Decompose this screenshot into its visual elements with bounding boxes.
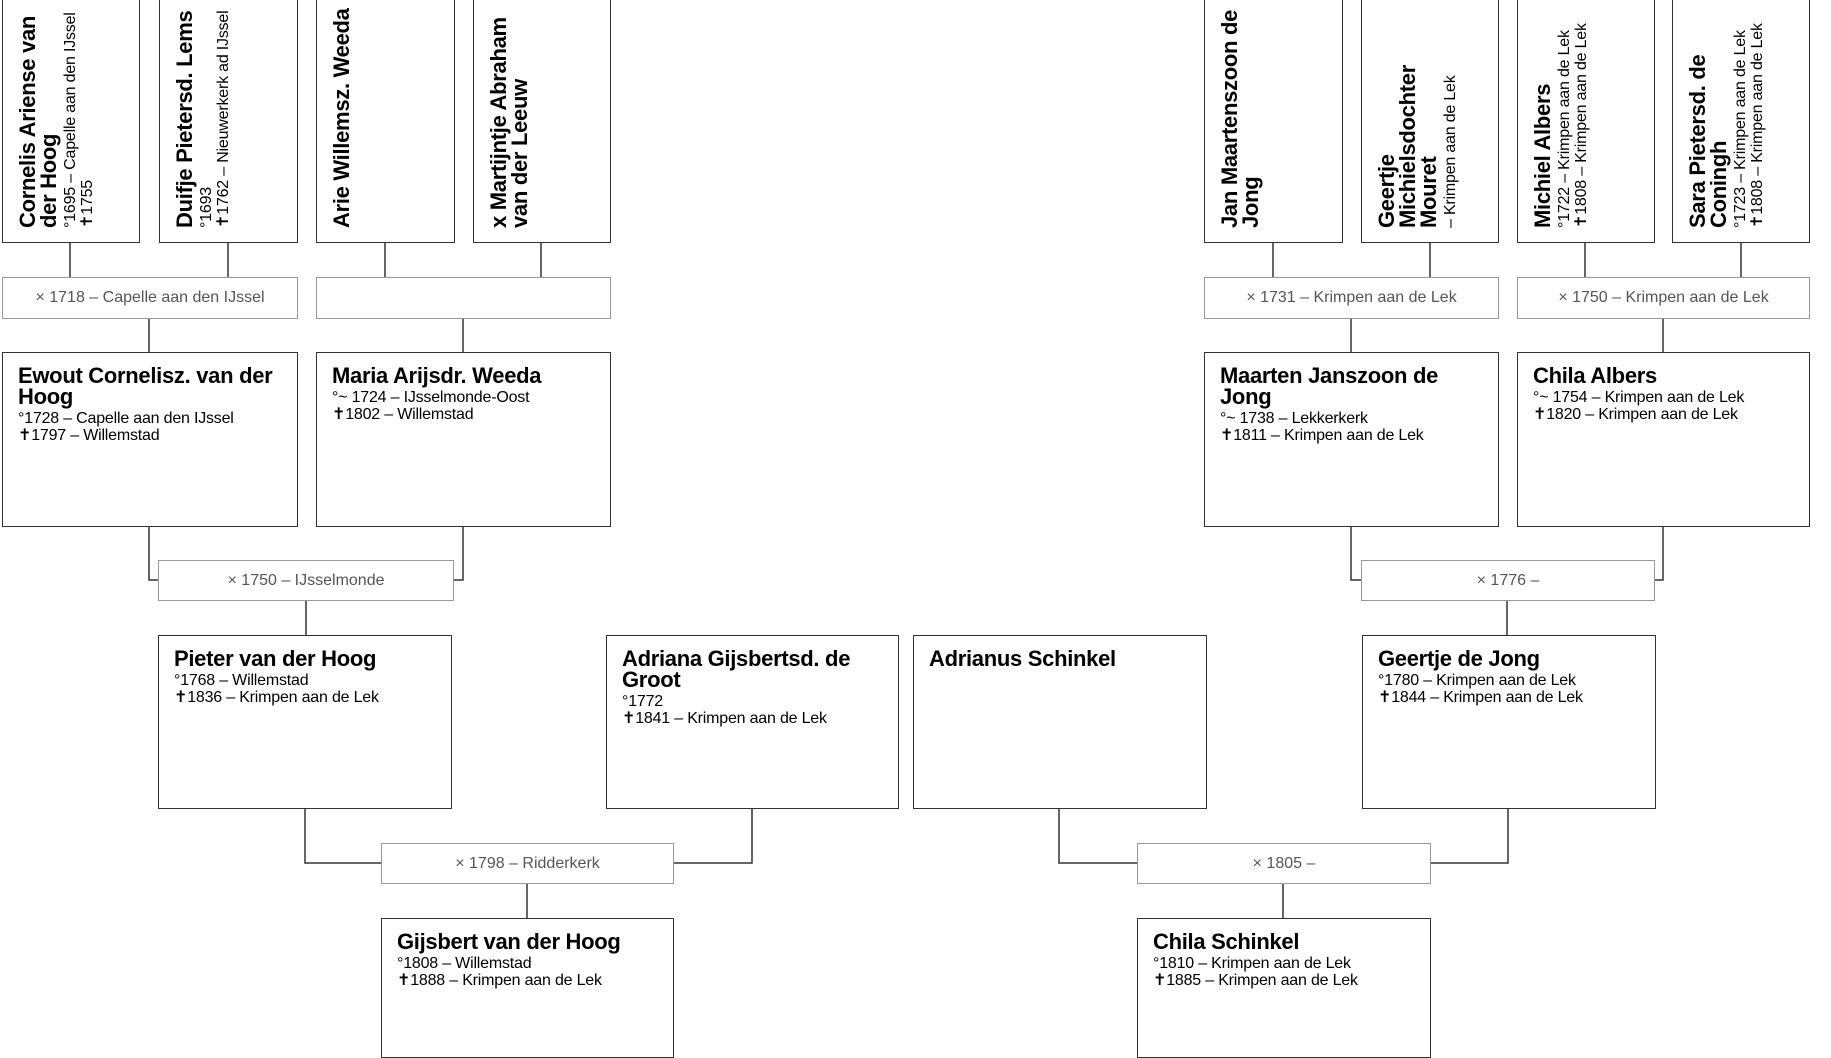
person-card[interactable]: Adriana Gijsbertsd. de Groot °1772 ✝1841… [606, 635, 899, 809]
person-card[interactable]: Michiel Albers °1722 – Krimpen aan de Le… [1517, 0, 1655, 243]
person-card[interactable]: Ewout Cornelisz. van der Hoog °1728 – Ca… [2, 352, 298, 527]
marriage-label[interactable]: × 1750 – IJsselmonde [158, 560, 454, 601]
birth-info: °~ 1738 – Lekkerkerk [1220, 410, 1368, 427]
person-name: Sara Pietersd. de Coningh [1685, 54, 1731, 228]
birth-info: °~ 1754 – Krimpen aan de Lek [1533, 389, 1745, 406]
death-info: ✝1802 – Willemstad [332, 406, 474, 423]
person-card[interactable]: Adrianus Schinkel [913, 635, 1207, 809]
birth-info: °1695 – Capelle aan den IJssel [62, 12, 79, 228]
person-card[interactable]: Maria Arijsdr. Weeda °~ 1724 – IJsselmon… [316, 352, 611, 527]
person-name: Arie Willemsz. Weeda [329, 8, 354, 228]
marriage-label[interactable]: × 1731 – Krimpen aan de Lek [1204, 277, 1499, 319]
death-info: ✝1844 – Krimpen aan de Lek [1378, 689, 1583, 706]
person-card[interactable]: Cornelis Ariense van der Hoog °1695 – Ca… [2, 0, 140, 243]
birth-info: °1768 – Willemstad [174, 672, 309, 689]
person-card[interactable]: Pieter van der Hoog °1768 – Willemstad ✝… [158, 635, 452, 809]
death-info: ✝1808 – Krimpen aan de Lek [1749, 23, 1766, 228]
death-info: ✝1841 – Krimpen aan de Lek [622, 710, 827, 727]
birth-info: °~ 1724 – IJsselmonde-Oost [332, 389, 530, 406]
person-card[interactable]: Geertje de Jong °1780 – Krimpen aan de L… [1362, 635, 1656, 809]
death-info: ✝1836 – Krimpen aan de Lek [174, 689, 379, 706]
marriage-label[interactable]: × 1776 – [1361, 560, 1655, 601]
person-card[interactable]: Geertje Michielsdochter Mouret – Krimpen… [1361, 0, 1499, 243]
marriage-label[interactable]: × 1718 – Capelle aan den IJssel [2, 277, 298, 319]
death-info: ✝1762 – Nieuwerkerk ad IJssel [215, 10, 232, 229]
death-info: – Krimpen aan de Lek [1442, 75, 1459, 228]
person-name: Chila Schinkel [1153, 929, 1300, 954]
death-info: ✝1808 – Krimpen aan de Lek [1573, 23, 1590, 228]
marriage-label[interactable]: × 1805 – [1137, 843, 1431, 884]
birth-info: °1780 – Krimpen aan de Lek [1378, 672, 1576, 689]
person-name: Geertje de Jong [1378, 646, 1540, 671]
birth-info: °1723 – Krimpen aan de Lek [1732, 30, 1749, 228]
death-info: ✝1811 – Krimpen aan de Lek [1220, 427, 1424, 444]
person-card[interactable]: Duifje Pietersd. Lems °1693 ✝1762 – Nieu… [159, 0, 298, 243]
birth-info: °1772 [622, 693, 663, 710]
person-card[interactable]: Chila Schinkel °1810 – Krimpen aan de Le… [1137, 918, 1431, 1058]
person-card[interactable]: Arie Willemsz. Weeda [316, 0, 455, 243]
person-name: Cornelis Ariense van der Hoog [15, 15, 61, 228]
death-info: ✝1885 – Krimpen aan de Lek [1153, 972, 1358, 989]
death-info: ✝1797 – Willemstad [18, 427, 160, 444]
birth-info: °1722 – Krimpen aan de Lek [1556, 30, 1573, 228]
person-name: Adrianus Schinkel [929, 646, 1116, 671]
person-name: Pieter van der Hoog [174, 646, 377, 671]
person-name: Adriana Gijsbertsd. de Groot [622, 646, 851, 692]
person-name: Geertje Michielsdochter Mouret [1374, 65, 1441, 228]
birth-info: °1728 – Capelle aan den IJssel [18, 410, 234, 427]
person-name: Jan Maartenszoon de Jong [1217, 9, 1263, 228]
person-name: Ewout Cornelisz. van der Hoog [18, 363, 273, 409]
connector-lines [69, 243, 1742, 918]
person-card[interactable]: Maarten Janszoon de Jong °~ 1738 – Lekke… [1204, 352, 1499, 527]
person-name: Gijsbert van der Hoog [397, 929, 621, 954]
person-name: Maria Arijsdr. Weeda [332, 363, 542, 388]
person-card[interactable]: Chila Albers °~ 1754 – Krimpen aan de Le… [1517, 352, 1810, 527]
person-name: x Martijntje Abraham van der Leeuw [486, 17, 532, 228]
person-name: Duifje Pietersd. Lems [172, 10, 197, 228]
person-name: Chila Albers [1533, 363, 1657, 388]
birth-info: °1693 [198, 187, 215, 228]
person-card[interactable]: Gijsbert van der Hoog °1808 – Willemstad… [381, 918, 674, 1058]
marriage-label[interactable]: × 1750 – Krimpen aan de Lek [1517, 277, 1810, 319]
marriage-label[interactable]: × 1798 – Ridderkerk [381, 843, 674, 884]
person-card[interactable]: Sara Pietersd. de Coningh °1723 – Krimpe… [1672, 0, 1810, 243]
death-info: ✝1755 [79, 179, 96, 228]
birth-info: °1810 – Krimpen aan de Lek [1153, 955, 1351, 972]
death-info: ✝1820 – Krimpen aan de Lek [1533, 406, 1738, 423]
person-card[interactable]: x Martijntje Abraham van der Leeuw [473, 0, 611, 243]
birth-info: °1808 – Willemstad [397, 955, 532, 972]
person-name: Michiel Albers [1530, 83, 1555, 228]
person-card[interactable]: Jan Maartenszoon de Jong [1204, 0, 1343, 243]
person-name: Maarten Janszoon de Jong [1220, 363, 1439, 409]
death-info: ✝1888 – Krimpen aan de Lek [397, 972, 602, 989]
marriage-label[interactable] [316, 277, 611, 319]
